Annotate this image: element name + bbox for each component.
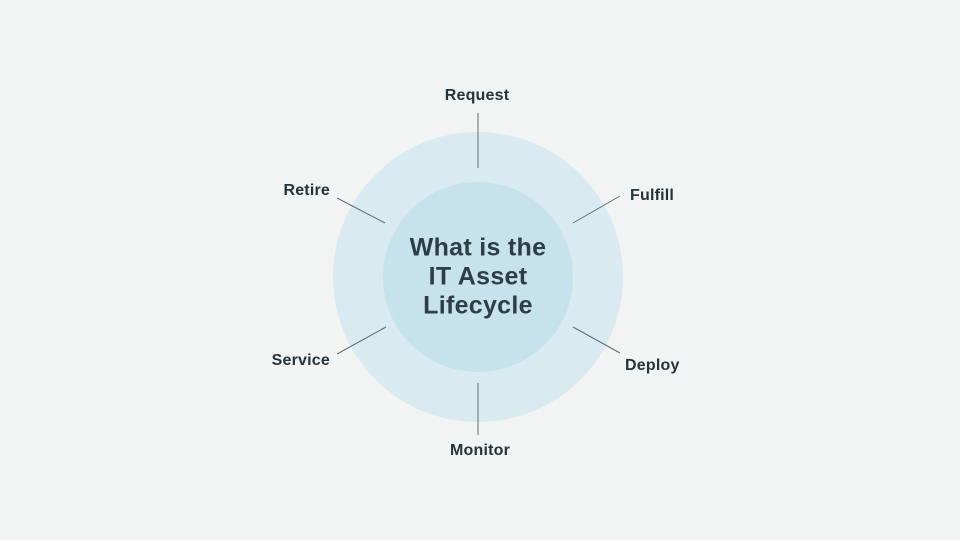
center-title: What is the IT Asset Lifecycle: [410, 234, 547, 321]
node-label-service: Service: [271, 352, 330, 369]
node-label-deploy: Deploy: [625, 357, 680, 374]
center-title-line-1: What is the: [409, 233, 547, 262]
node-label-monitor: Monitor: [449, 442, 511, 459]
inner-circle: [383, 182, 573, 372]
node-label-retire: Retire: [283, 182, 330, 199]
center-title-line-2: IT Asset: [428, 262, 528, 291]
node-label-request: Request: [444, 87, 510, 104]
node-label-fulfill: Fulfill: [630, 187, 675, 204]
center-title-line-3: Lifecycle: [423, 291, 533, 320]
